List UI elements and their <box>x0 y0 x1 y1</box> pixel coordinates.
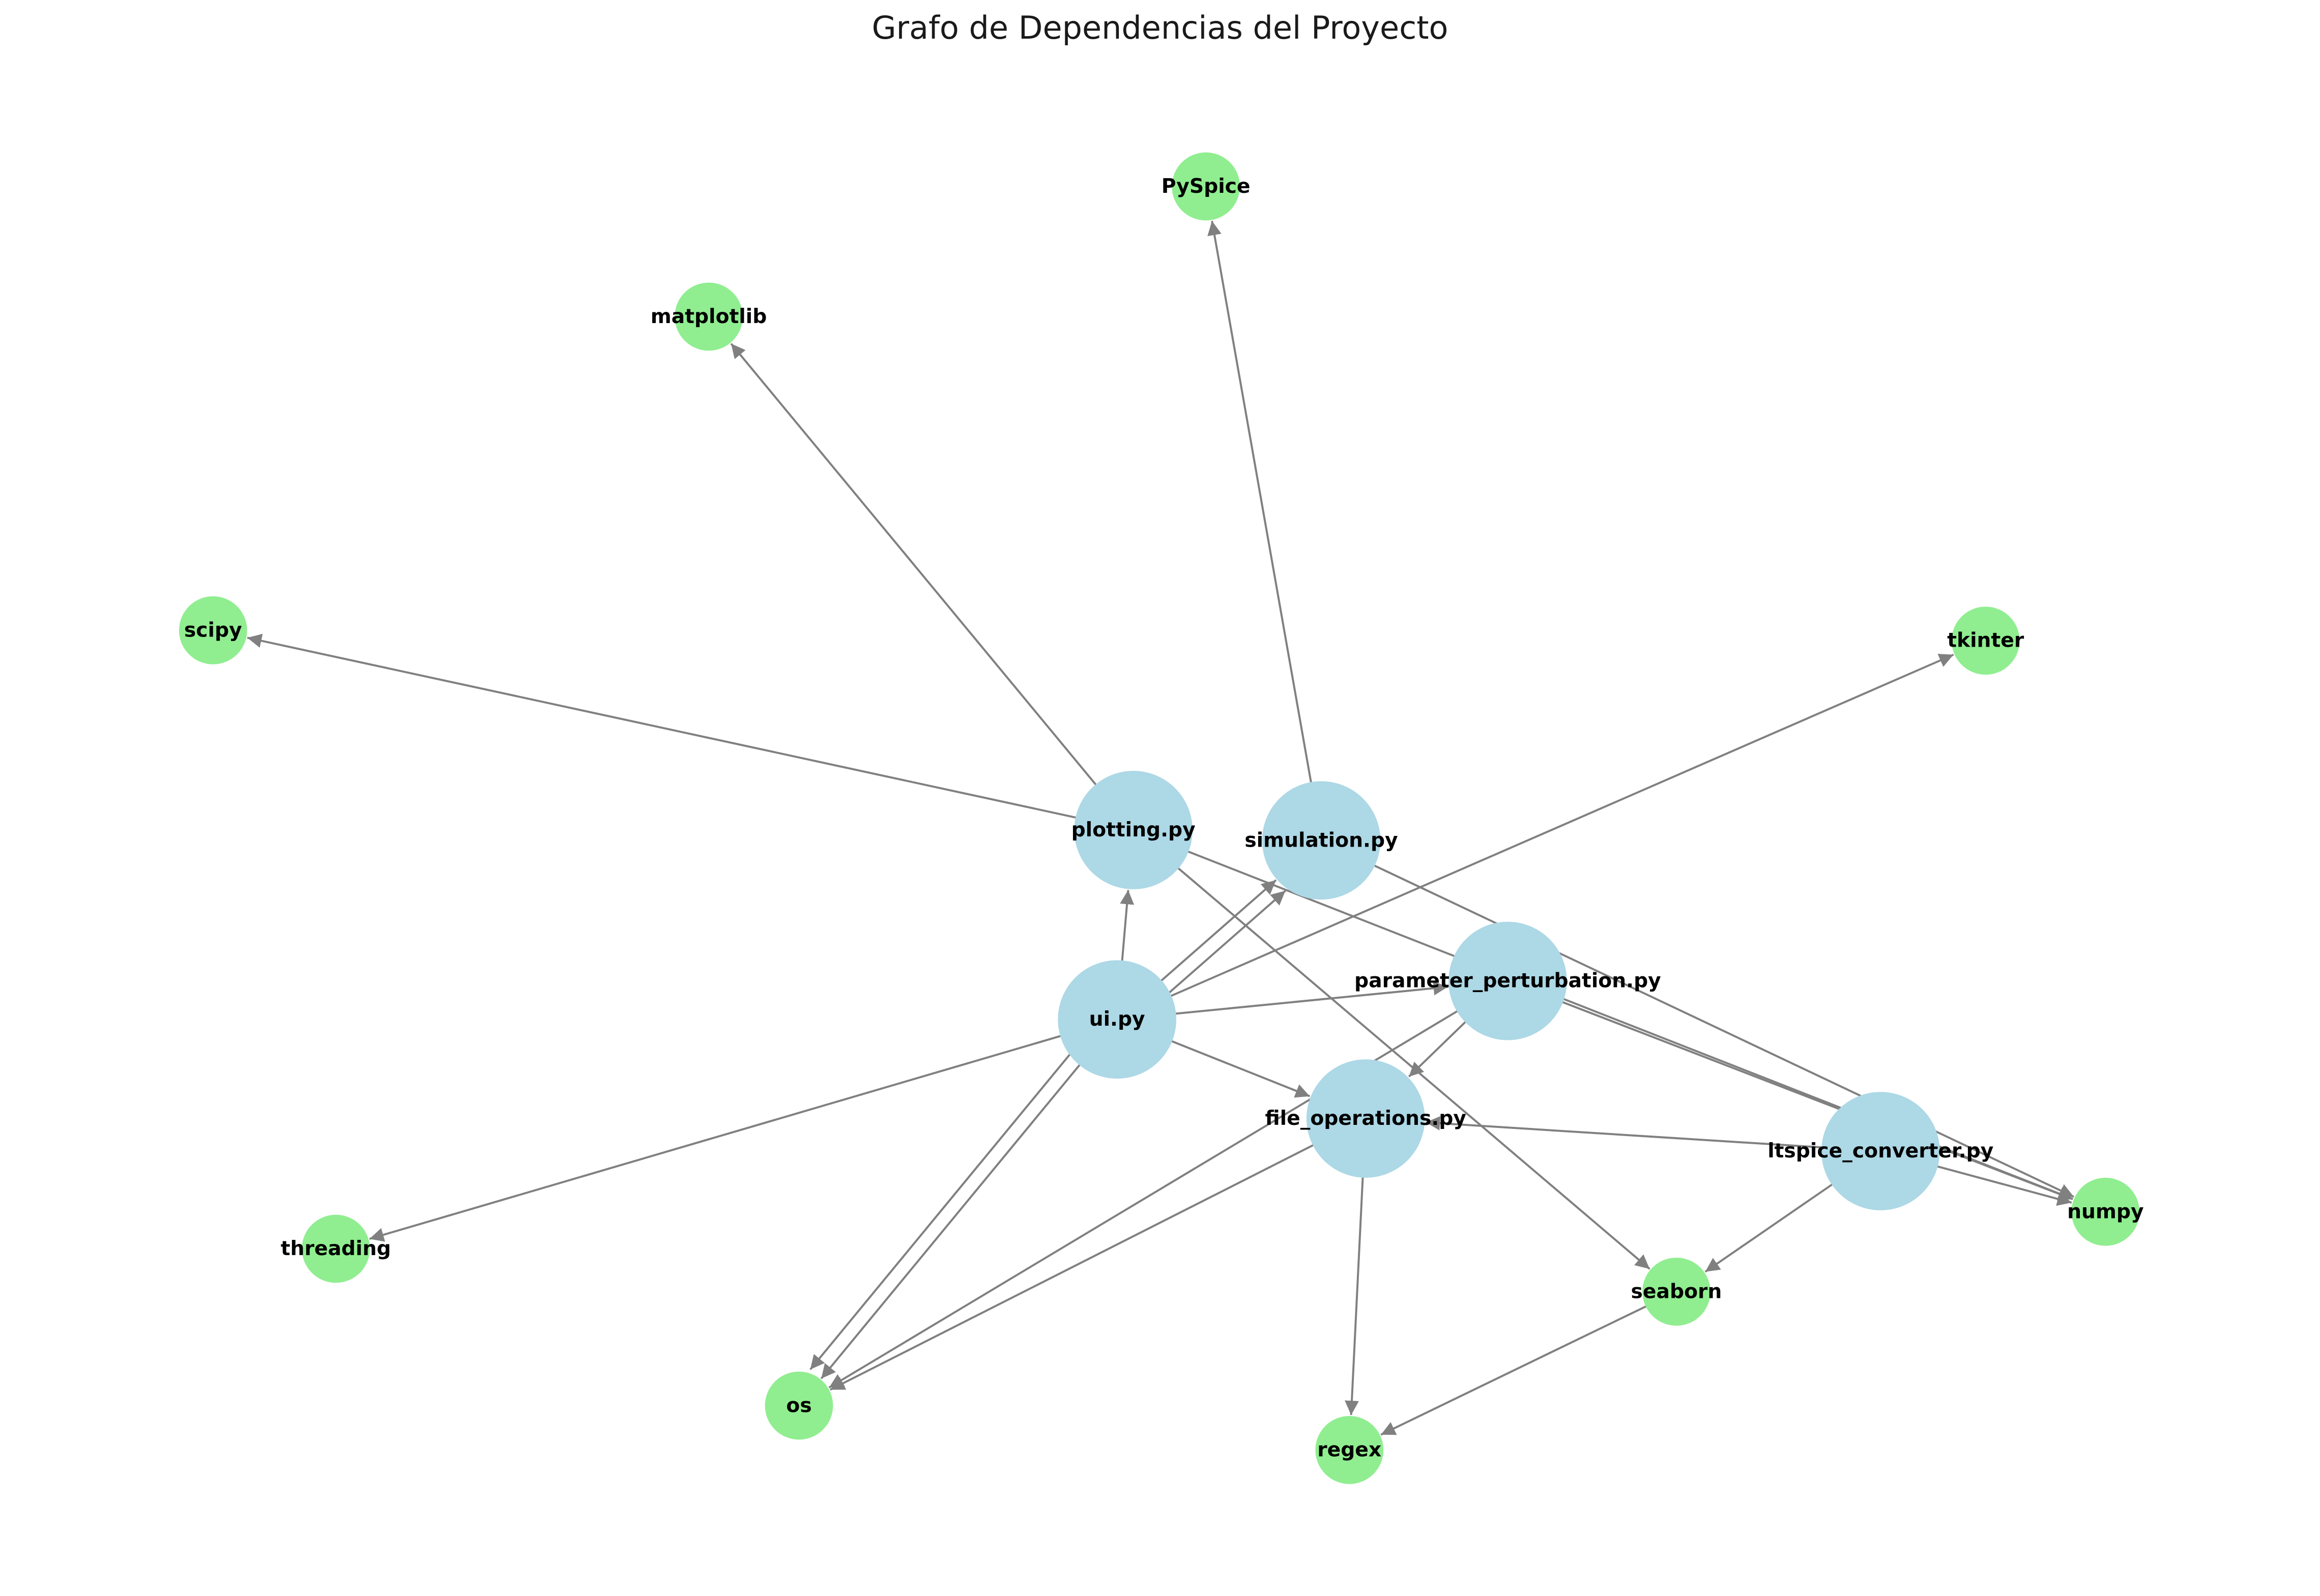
labels-layer: plotting.py simulation.py parameter_pertur… <box>184 175 2144 1462</box>
node-label-regex: regex <box>1317 1439 1381 1462</box>
edge-ui-to-simulation <box>1158 879 1277 983</box>
edge-simulation-to-PySpice <box>1207 220 1313 786</box>
edge-ui-to-parameter_perturbation <box>1173 981 1448 1015</box>
node-numpy <box>2071 1177 2140 1246</box>
edge-ui-to-tkinter <box>1168 653 1954 998</box>
node-file_operations <box>1306 1059 1425 1178</box>
edge-ui-to-simulation <box>1168 890 1286 994</box>
node-ui <box>1058 960 1176 1079</box>
node-label-file_operations: file_operations.py <box>1265 1107 1466 1130</box>
edge-parameter_perturbation-to-numpy <box>1559 1000 2073 1201</box>
edge-ltspice_converter-to-numpy <box>1934 1165 2072 1206</box>
node-scipy <box>179 596 247 664</box>
edge-ltspice_converter-to-seaborn <box>1704 1182 1835 1273</box>
edges-layer <box>247 220 2074 1436</box>
node-label-simulation: simulation.py <box>1244 829 1398 852</box>
edge-seaborn-to-regex <box>1380 1304 1648 1436</box>
node-label-numpy: numpy <box>2067 1200 2143 1223</box>
node-label-seaborn: seaborn <box>1631 1280 1722 1303</box>
edge-parameter_perturbation-to-file_operations <box>1408 1019 1468 1078</box>
edge-ui-to-os <box>809 1053 1071 1371</box>
node-simulation <box>1262 781 1381 900</box>
node-ltspice_converter <box>1821 1092 1940 1210</box>
edge-plotting-to-scipy <box>247 633 1079 819</box>
node-PySpice <box>1172 152 1240 221</box>
node-tkinter <box>1951 606 2020 675</box>
node-label-tkinter: tkinter <box>1947 629 2024 652</box>
node-parameter_perturbation <box>1448 921 1567 1040</box>
edge-plotting-to-matplotlib <box>730 343 1098 788</box>
edge-file_operations-to-regex <box>1345 1174 1364 1415</box>
edge-simulation-to-numpy <box>1372 863 2074 1198</box>
edge-ui-to-plotting <box>1120 890 1135 964</box>
node-label-PySpice: PySpice <box>1162 175 1251 198</box>
edge-ui-to-file_operations <box>1169 1039 1311 1098</box>
node-label-plotting: plotting.py <box>1071 819 1196 841</box>
node-label-os: os <box>786 1394 811 1417</box>
node-threading <box>302 1214 370 1283</box>
node-label-ui: ui.py <box>1089 1008 1145 1031</box>
node-seaborn <box>1642 1257 1710 1326</box>
node-regex <box>1315 1416 1384 1484</box>
node-label-matplotlib: matplotlib <box>651 305 767 328</box>
node-label-scipy: scipy <box>184 619 242 642</box>
nodes-layer <box>179 152 2140 1484</box>
node-plotting <box>1074 771 1193 889</box>
edge-file_operations-to-os <box>829 1143 1316 1391</box>
edge-ui-to-os <box>820 1062 1082 1379</box>
node-label-threading: threading <box>281 1237 391 1260</box>
edge-plotting-to-seaborn <box>1175 865 1650 1270</box>
node-label-parameter_perturbation: parameter_perturbation.py <box>1354 970 1661 993</box>
edge-ltspice_converter-to-file_operations <box>1426 1116 1825 1149</box>
node-matplotlib <box>675 282 743 351</box>
edge-ui-to-threading <box>369 1034 1064 1242</box>
node-label-ltspice_converter: ltspice_converter.py <box>1767 1140 1993 1163</box>
node-os <box>765 1371 833 1440</box>
graph-title: Grafo de Dependencias del Proyecto <box>872 9 1448 46</box>
